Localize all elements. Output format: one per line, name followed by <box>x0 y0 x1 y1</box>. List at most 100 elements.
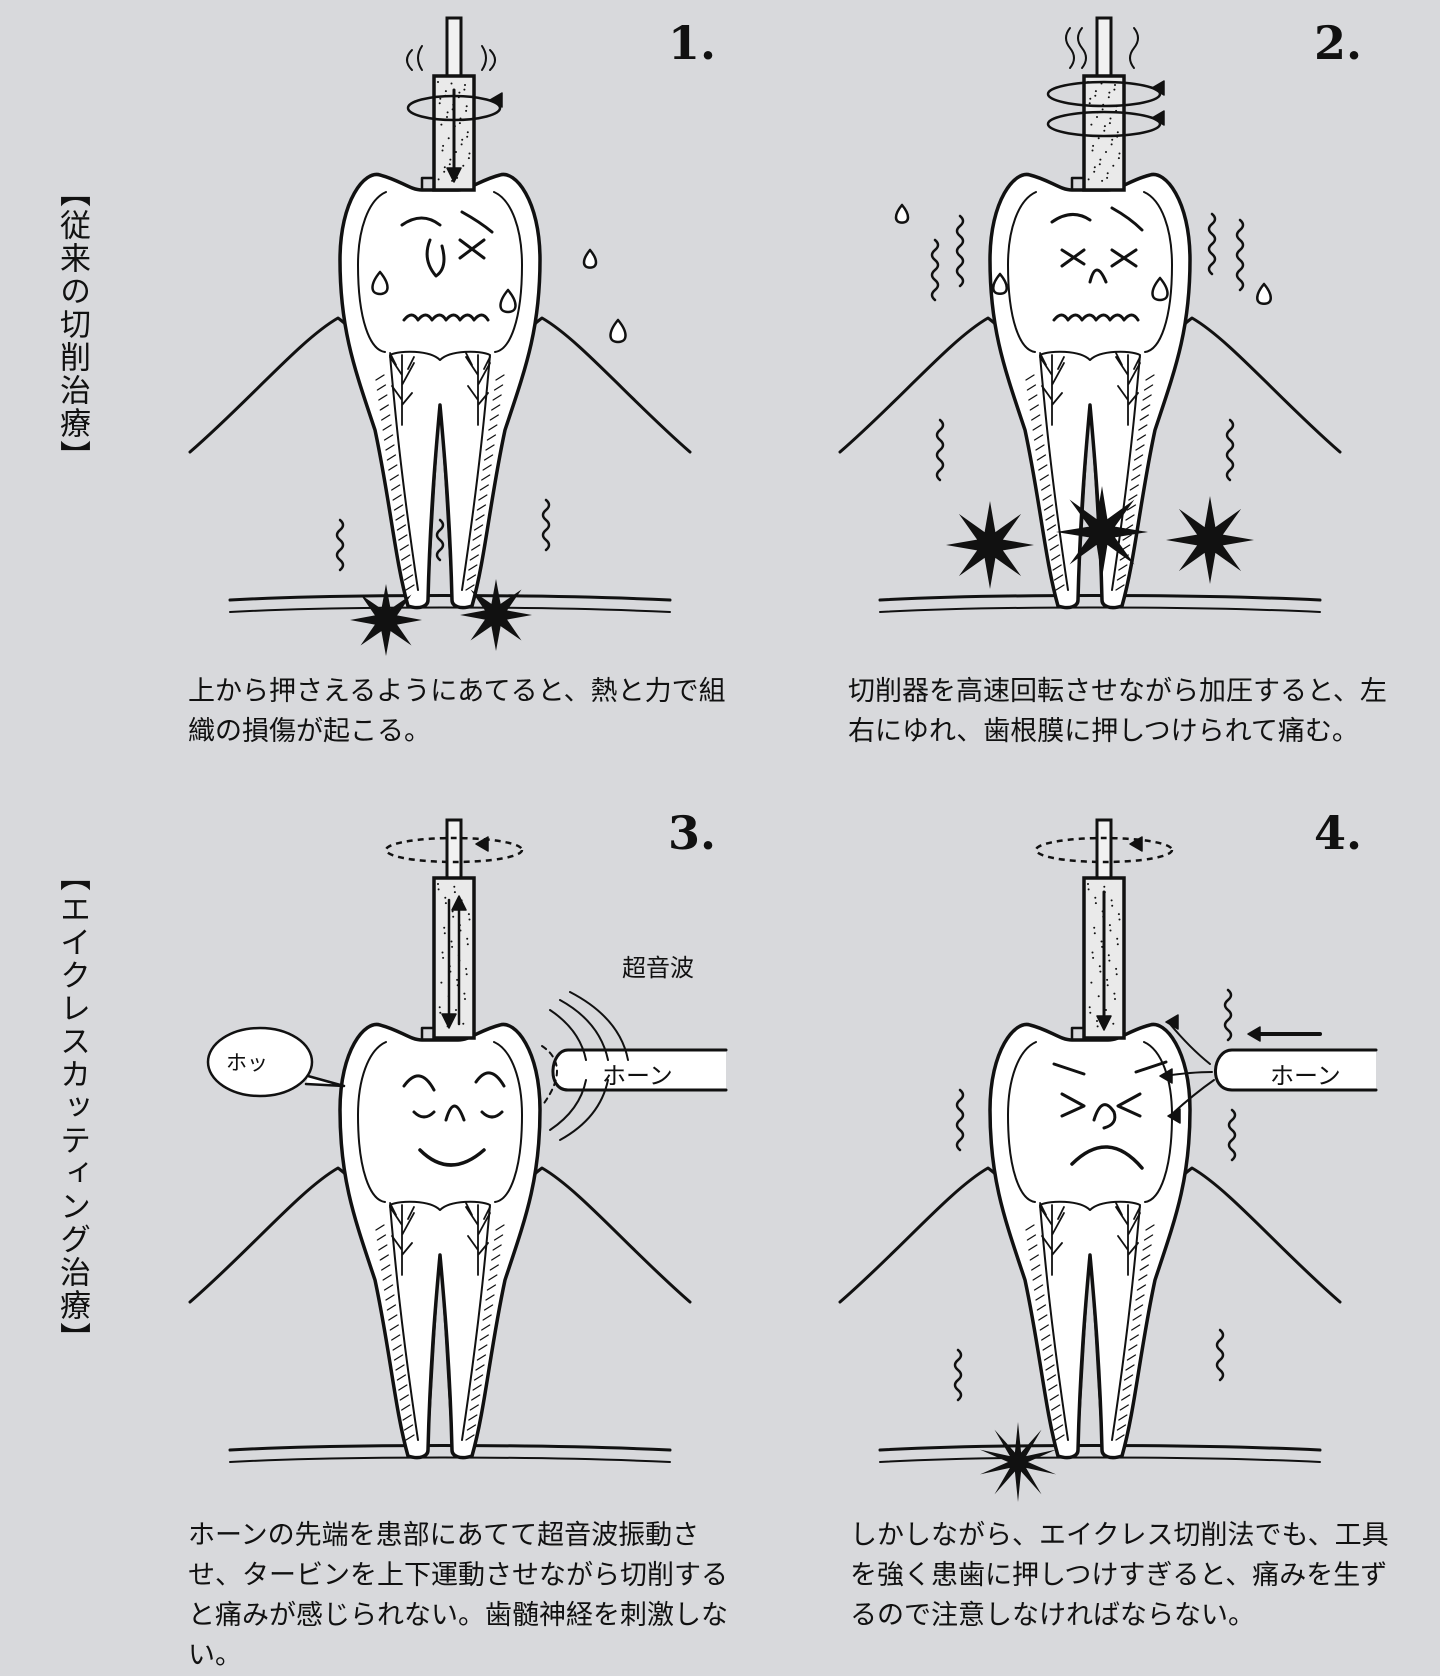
drill-stipple <box>1094 896 1097 899</box>
drill-stipple <box>1101 179 1104 182</box>
root-hatch <box>1115 584 1125 591</box>
root-hatch <box>489 1264 499 1271</box>
drill-stipple <box>451 910 454 913</box>
pulp-canal <box>1039 1200 1141 1441</box>
nerve-branch <box>465 352 491 426</box>
root-hatch <box>483 1304 494 1311</box>
vibration-mark <box>1065 27 1139 69</box>
root-hatch <box>383 1284 394 1291</box>
drill-stipple <box>444 896 447 899</box>
root-hatch <box>483 454 494 461</box>
nerve-branch <box>389 352 415 426</box>
drill-stipple <box>462 1022 465 1025</box>
root-hatch <box>393 1354 404 1361</box>
enamel-line <box>357 1041 523 1203</box>
root-hatch <box>1045 1364 1055 1371</box>
panel-3-drawing <box>188 818 728 1463</box>
root-hatch <box>1126 1354 1137 1361</box>
drill-stipple <box>1117 913 1120 916</box>
root-hatch <box>468 564 478 571</box>
drill-stipple <box>439 1011 442 1014</box>
root-hatch <box>1055 1434 1065 1441</box>
panel-3: 3. 超音波 ホーン ホッ ホーンの先端を患部にあてて超音波振動させ、タービンを… <box>188 800 890 1671</box>
root-hatch <box>478 494 488 501</box>
drill-stipple <box>466 943 469 946</box>
pain-wave <box>541 498 551 552</box>
panel-number: 4. <box>1314 806 1363 860</box>
drill-stipple <box>1116 943 1119 946</box>
drill-stipple <box>453 891 456 894</box>
panel-3-illustration <box>188 818 728 1463</box>
drill-stipple <box>1087 883 1089 885</box>
drill-stipple <box>446 111 449 114</box>
side-label-acreless: 【エイクレスカッティング治療】 <box>54 860 90 1355</box>
root-hatch <box>479 484 489 491</box>
bone-line <box>878 594 1322 602</box>
root-hatch <box>1133 1304 1144 1311</box>
drill-stipple <box>1096 1020 1098 1022</box>
panel-number: 3. <box>668 806 717 860</box>
drill-stipple <box>446 116 448 118</box>
shake-wave <box>1215 1328 1225 1382</box>
root-hatch <box>1128 1344 1138 1351</box>
root-hatch <box>1029 1254 1039 1261</box>
root-hatch <box>382 424 392 431</box>
panel-caption: 上から押さえるようにあてると、熱と力で組織の損傷が起こる。 <box>188 676 726 747</box>
drill-stipple <box>1110 143 1113 146</box>
face-eyebrows <box>1052 1060 1168 1076</box>
drill-stipple <box>1105 151 1107 153</box>
drill-stipple <box>1089 1011 1092 1014</box>
drill-stipple <box>1096 1025 1099 1028</box>
panel-4-drawing <box>838 818 1378 1502</box>
drill-stipple <box>1100 940 1103 943</box>
drill-stipple <box>442 144 445 147</box>
root-hatch <box>403 574 414 581</box>
root-hatch <box>393 504 404 511</box>
drill-stipple <box>1092 144 1095 147</box>
drill-stipple <box>444 902 447 905</box>
root-hatch <box>1032 1274 1042 1281</box>
root-hatch <box>495 374 505 381</box>
transmission-arrow <box>1167 1108 1181 1124</box>
root-hatch <box>495 1224 505 1231</box>
root-hatch <box>392 494 402 501</box>
root-hatch <box>1131 1324 1141 1331</box>
root-hatch <box>378 1244 388 1251</box>
root-hatch <box>478 1344 488 1351</box>
drill-stipple <box>1106 984 1109 987</box>
drill-stipple <box>440 981 443 984</box>
root-hatch <box>381 1264 391 1271</box>
root-hatch <box>1033 1284 1044 1291</box>
root-hatch <box>391 1334 401 1341</box>
drill-stipple <box>1094 902 1097 905</box>
face-eyebrows <box>402 1071 506 1092</box>
drill-stipple <box>440 123 443 126</box>
root-hatch <box>398 1384 408 1391</box>
nerve-branch <box>1115 1202 1141 1276</box>
root-hatch <box>1039 474 1049 481</box>
root-hatch <box>395 1364 405 1371</box>
pressure-arrow-head <box>446 167 462 183</box>
drill-stipple <box>465 105 468 108</box>
sweat-drop-icon <box>609 318 627 344</box>
panel-2-illustration <box>838 16 1342 613</box>
root-hatch <box>401 554 411 561</box>
root-hatch <box>466 574 477 581</box>
shake-wave <box>930 238 940 302</box>
root-hatch <box>399 544 409 551</box>
root-hatch <box>379 404 389 411</box>
root-hatch <box>1051 1404 1061 1411</box>
panel-caption: 切削器を高速回転させながら加圧すると、左右にゆれ、歯根膜に押しつけられて痛む。 <box>848 676 1387 747</box>
bone-line-2 <box>879 1456 1321 1463</box>
root-hatch <box>485 1294 495 1301</box>
reciprocating-arrow-head <box>441 1013 457 1029</box>
drill-stipple <box>1089 97 1092 100</box>
root-hatch <box>1138 424 1148 431</box>
root-hatch <box>1041 484 1051 491</box>
drill-stipple <box>458 91 461 94</box>
root-hatch <box>1035 1294 1045 1301</box>
panel-2-drawing <box>838 16 1342 613</box>
root-hatch <box>403 1424 414 1431</box>
drill-stipple <box>1099 158 1102 161</box>
root-hatch <box>479 1334 489 1341</box>
